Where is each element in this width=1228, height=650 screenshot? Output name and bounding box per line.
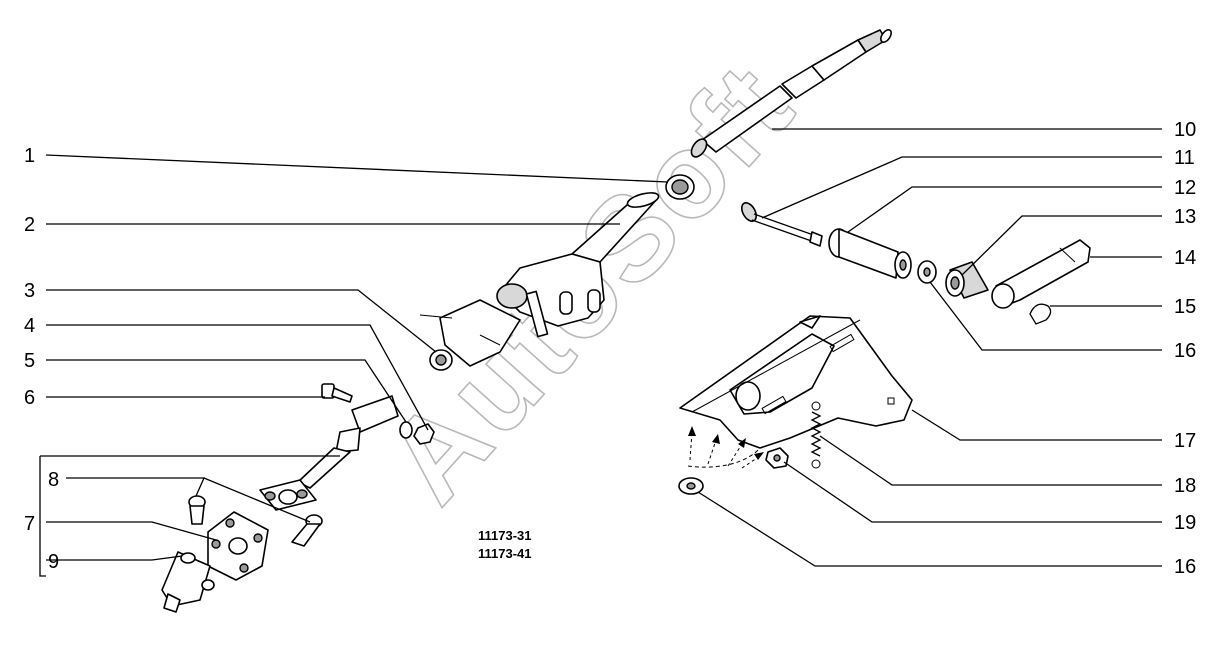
label-16: 16 (1174, 340, 1196, 362)
label-18: 18 (1174, 475, 1196, 497)
label-10: 10 (1174, 119, 1196, 141)
part-5-washer (399, 421, 413, 439)
label-7: 7 (24, 513, 35, 535)
code-1: 11173-31 (478, 528, 532, 543)
part-17-bracket (679, 315, 913, 449)
leader-lines-left (39, 154, 669, 577)
label-1: 1 (24, 145, 35, 167)
part-12-axle (828, 228, 912, 279)
label-2: 2 (24, 214, 35, 236)
intermediate-shaft (259, 395, 399, 511)
label-5: 5 (24, 350, 35, 372)
label-8: 8 (48, 469, 59, 491)
part-8-bolts (188, 495, 323, 547)
label-11: 11 (1174, 147, 1195, 169)
part-4-nut (413, 423, 435, 445)
label-15: 15 (1174, 296, 1196, 318)
code-2: 11173-41 (478, 546, 532, 561)
label-6: 6 (24, 387, 35, 409)
label-19: 19 (1174, 512, 1196, 534)
labels-left: 1 2 3 4 5 6 8 7 9 (24, 145, 59, 573)
part-18-spring (810, 401, 822, 469)
assembly-arrows (687, 426, 764, 469)
label-16-bottom: 16 (1174, 556, 1196, 578)
label-9: 9 (48, 551, 59, 573)
part-16-washer-top (917, 260, 937, 284)
part-11-bolt (740, 202, 823, 247)
part-14-lever (991, 239, 1091, 309)
part-6-bolt (321, 383, 353, 403)
part-19-nut (765, 447, 789, 469)
leader-lines-right (697, 128, 1162, 567)
label-12: 12 (1174, 177, 1196, 199)
part-15-clip (1029, 303, 1052, 325)
label-14: 14 (1174, 247, 1196, 269)
part-7-flange (207, 511, 269, 581)
label-17: 17 (1174, 430, 1196, 452)
label-3: 3 (24, 280, 35, 302)
label-4: 4 (24, 315, 35, 337)
part-13-splined-bushing (945, 261, 989, 299)
part-codes: 11173-31 11173-41 (478, 528, 532, 561)
part-1-bushing (665, 174, 695, 200)
part-3-spacer (429, 349, 453, 371)
part-9-coupling (161, 551, 215, 613)
part-2-column-tube (419, 192, 660, 367)
part-10-steering-shaft (690, 29, 892, 158)
part-16-washer-bottom (678, 477, 704, 495)
labels-right: 10 11 12 13 14 15 16 17 18 19 16 (1174, 119, 1196, 578)
label-13: 13 (1174, 206, 1196, 228)
